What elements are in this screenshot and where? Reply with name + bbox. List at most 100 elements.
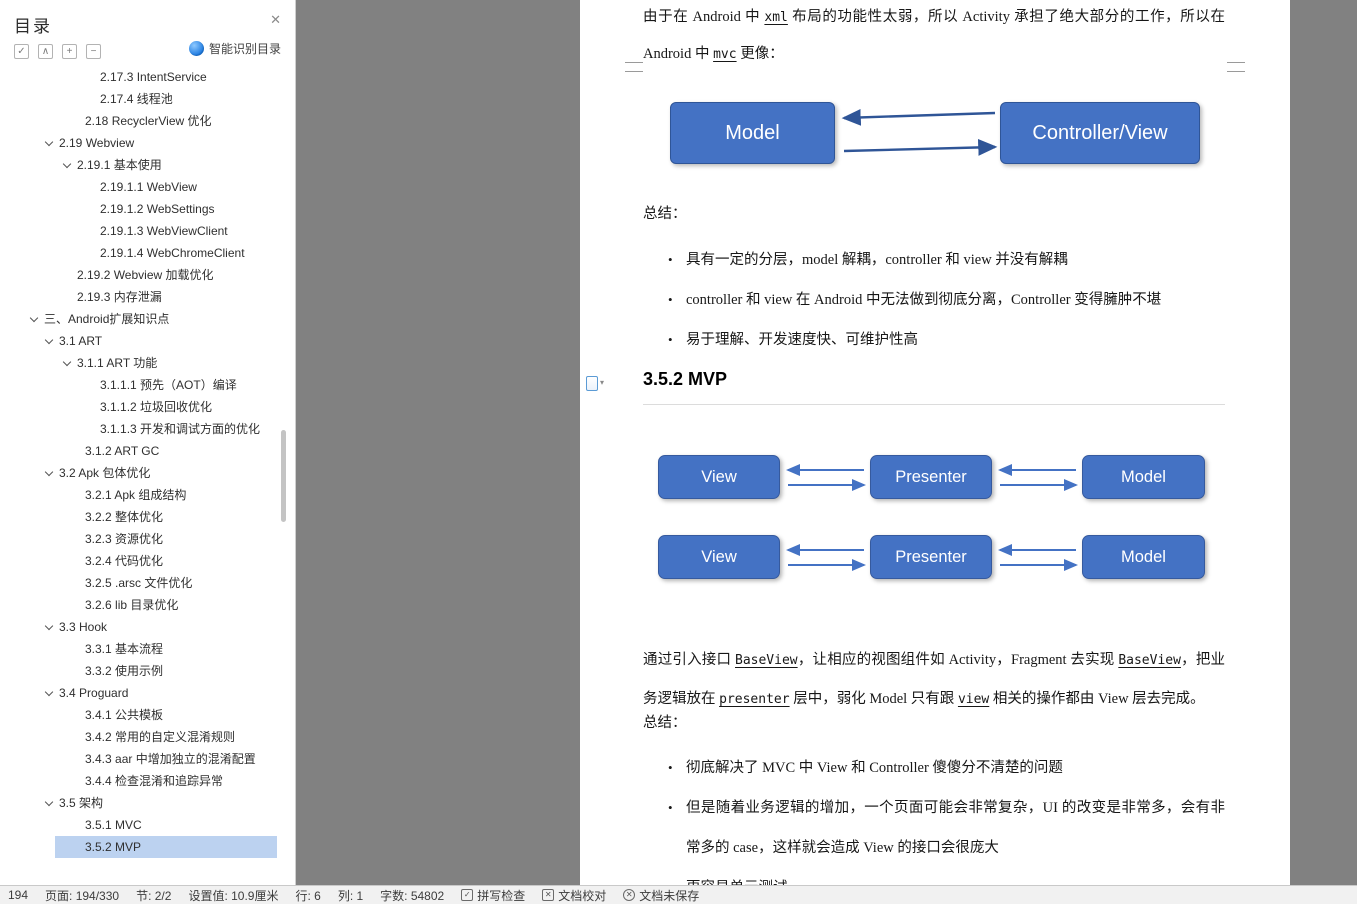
text-segment: 由于在 Android 中 [643,8,765,25]
toc-item[interactable]: 3.1 ART [0,330,277,352]
text-segment: ，把业务逻辑放在 [643,651,1226,707]
document-page[interactable]: 由于在 Android 中 xml 布局的功能性太弱，所以 Activity 承… [580,0,1290,885]
toc-item-label: 2.19.2 Webview 加载优化 [77,268,214,282]
mvp-model-box[interactable]: Model [1082,535,1205,579]
toc-item[interactable]: 3.2.2 整体优化 [0,506,277,528]
toc-collapse-icon[interactable]: ∧ [38,43,53,59]
bullet-item[interactable]: •更容易单元测试 [668,868,1225,885]
section-indicator: 节: 2/2 [136,888,172,903]
toc-item[interactable]: 2.19.1.2 WebSettings [0,198,277,220]
toc-item[interactable]: 3.1.1.3 开发和调试方面的优化 [0,418,277,440]
chevron-down-icon[interactable] [45,623,54,632]
toc-item[interactable]: 2.19.2 Webview 加载优化 [0,264,277,286]
toc-item-label: 2.17.4 线程池 [100,92,173,106]
chevron-down-icon[interactable] [63,359,72,368]
navigation-pane: 目录 ✕ ✓ ∧ + − 智能识别目录 2.17.3 IntentService… [0,0,296,885]
toc-item[interactable]: 3.4.3 aar 中增加独立的混淆配置 [0,748,277,770]
toc-item[interactable]: 3.5 架构 [0,792,277,814]
chevron-down-icon[interactable] [63,161,72,170]
mvp-presenter-box[interactable]: Presenter [870,535,992,579]
toc-collapse-all-icon[interactable]: − [86,43,101,59]
toc-item[interactable]: 3.4 Proguard [0,682,277,704]
page-margin-mark-left [625,62,643,72]
toc-item-label: 2.19.1.3 WebViewClient [100,224,228,238]
setting-indicator: 设置值: 10.9厘米 [188,888,279,903]
chevron-down-icon[interactable] [45,469,54,478]
page-indicator[interactable]: 页面: 194/330 [45,888,120,903]
toc-item[interactable]: 3.1.1 ART 功能 [0,352,277,374]
toc-item[interactable]: 3.2.6 lib 目录优化 [0,594,277,616]
smart-toc-button[interactable]: 智能识别目录 [188,40,281,57]
mvp-summary-label[interactable]: 总结： [643,715,687,731]
chevron-down-icon[interactable] [45,689,54,698]
toc-item[interactable]: 3.5.1 MVC [0,814,277,836]
bullet-item[interactable]: • 具有一定的分层，model 解耦，controller 和 view 并没有解… [668,240,1225,280]
proofread-status[interactable]: ✕ 文档校对 [542,887,606,904]
toc-item[interactable]: 3.4.4 检查混淆和追踪异常 [0,770,277,792]
bullet-item[interactable]: •但是随着业务逻辑的增加，一个页面可能会非常复杂，UI 的改变是非常多，会有非常… [668,788,1225,868]
paragraph-mvc-intro[interactable]: 由于在 Android 中 xml 布局的功能性太弱，所以 Activity 承… [643,0,1225,73]
toc-item[interactable]: 3.4.2 常用的自定义混淆规则 [0,726,277,748]
close-icon[interactable]: ✕ [270,12,281,27]
toc-item[interactable]: 3.2.4 代码优化 [0,550,277,572]
mvp-model-box[interactable]: Model [1082,455,1205,499]
toc-item[interactable]: 2.19.1.3 WebViewClient [0,220,277,242]
mvc-summary-list: • 具有一定的分层，model 解耦，controller 和 view 并没有解… [668,240,1225,360]
smart-toc-icon [188,41,204,56]
toc-item[interactable]: 3.3.2 使用示例 [0,660,277,682]
scrollbar-thumb[interactable] [281,430,286,522]
toc-item[interactable]: 3.3.1 基本流程 [0,638,277,660]
mvp-view-box[interactable]: View [658,455,780,499]
text-segment-code: BaseView [735,652,798,668]
chevron-down-icon[interactable] [45,139,54,148]
document-canvas[interactable]: 由于在 Android 中 xml 布局的功能性太弱，所以 Activity 承… [296,0,1357,885]
toc-check-icon[interactable]: ✓ [14,43,29,59]
toc-panel-header: 目录 ✕ [0,0,295,36]
bullet-text: 具有一定的分层，model 解耦，controller 和 view 并没有解耦 [686,252,1068,268]
mvp-diagram-row: View Presenter Model [658,535,1205,581]
proofread-icon: ✕ [542,889,555,901]
toc-item[interactable]: 3.2.1 Apk 组成结构 [0,484,277,506]
mvc-model-box[interactable]: Model [670,102,835,164]
toc-item-selected[interactable]: 3.5.2 MVP [0,836,277,858]
bullet-item[interactable]: •彻底解决了 MVC 中 View 和 Controller 傻傻分不清楚的问题 [668,748,1225,788]
line-indicator: 行: 6 [295,888,321,903]
toc-item[interactable]: 3.4.1 公共模板 [0,704,277,726]
section-heading[interactable]: 3.5.2 MVP [643,369,1225,405]
toc-item[interactable]: 2.19.1.4 WebChromeClient [0,242,277,264]
sidebar-scrollbar[interactable] [281,66,286,875]
mvc-controller-view-box[interactable]: Controller/View [1000,102,1200,164]
toc-item[interactable]: 2.17.3 IntentService [0,66,277,88]
mvp-view-box[interactable]: View [658,535,780,579]
toc-expand-all-icon[interactable]: + [62,43,77,59]
bullet-icon: • [668,252,673,267]
toc-item[interactable]: 2.17.4 线程池 [0,88,277,110]
toc-item[interactable]: 2.19.1 基本使用 [0,154,277,176]
toc-item[interactable]: 3.1.2 ART GC [0,440,277,462]
text-segment-code: xml [764,9,788,25]
heading-anchor-icon[interactable]: ▾ [586,376,604,391]
bullet-item[interactable]: •易于理解、开发速度快、可维护性高 [668,320,1225,360]
toc-item[interactable]: 三、Android扩展知识点 [0,308,277,330]
toc-item[interactable]: 2.18 RecyclerView 优化 [0,110,277,132]
toc-item[interactable]: 3.3 Hook [0,616,277,638]
unsaved-status[interactable]: ✕ 文档未保存 [623,887,699,904]
chevron-down-icon[interactable] [30,315,39,324]
mvc-summary-label[interactable]: 总结： [643,206,687,222]
toc-item[interactable]: 3.2.5 .arsc 文件优化 [0,572,277,594]
mvp-presenter-box[interactable]: Presenter [870,455,992,499]
toc-item[interactable]: 2.19.3 内存泄漏 [0,286,277,308]
toc-item[interactable]: 3.1.1.1 预先（AOT）编译 [0,374,277,396]
toc-item[interactable]: 3.1.1.2 垃圾回收优化 [0,396,277,418]
bullet-item[interactable]: •controller 和 view 在 Android 中无法做到彻底分离，C… [668,280,1225,320]
toc-item[interactable]: 2.19.1.1 WebView [0,176,277,198]
spellcheck-status[interactable]: ✓ 拼写检查 [461,887,525,904]
toc-item-label: 3.1.1.1 预先（AOT）编译 [100,378,237,392]
toc-item[interactable]: 3.2 Apk 包体优化 [0,462,277,484]
chevron-down-icon[interactable] [45,337,54,346]
toc-item[interactable]: 2.19 Webview [0,132,277,154]
chevron-down-icon[interactable] [45,799,54,808]
toc-item[interactable]: 3.2.3 资源优化 [0,528,277,550]
paragraph-mvp-intro[interactable]: 通过引入接口 BaseView，让相应的视图组件如 Activity，Fragm… [643,641,1225,719]
word-count[interactable]: 字数: 54802 [380,888,445,903]
